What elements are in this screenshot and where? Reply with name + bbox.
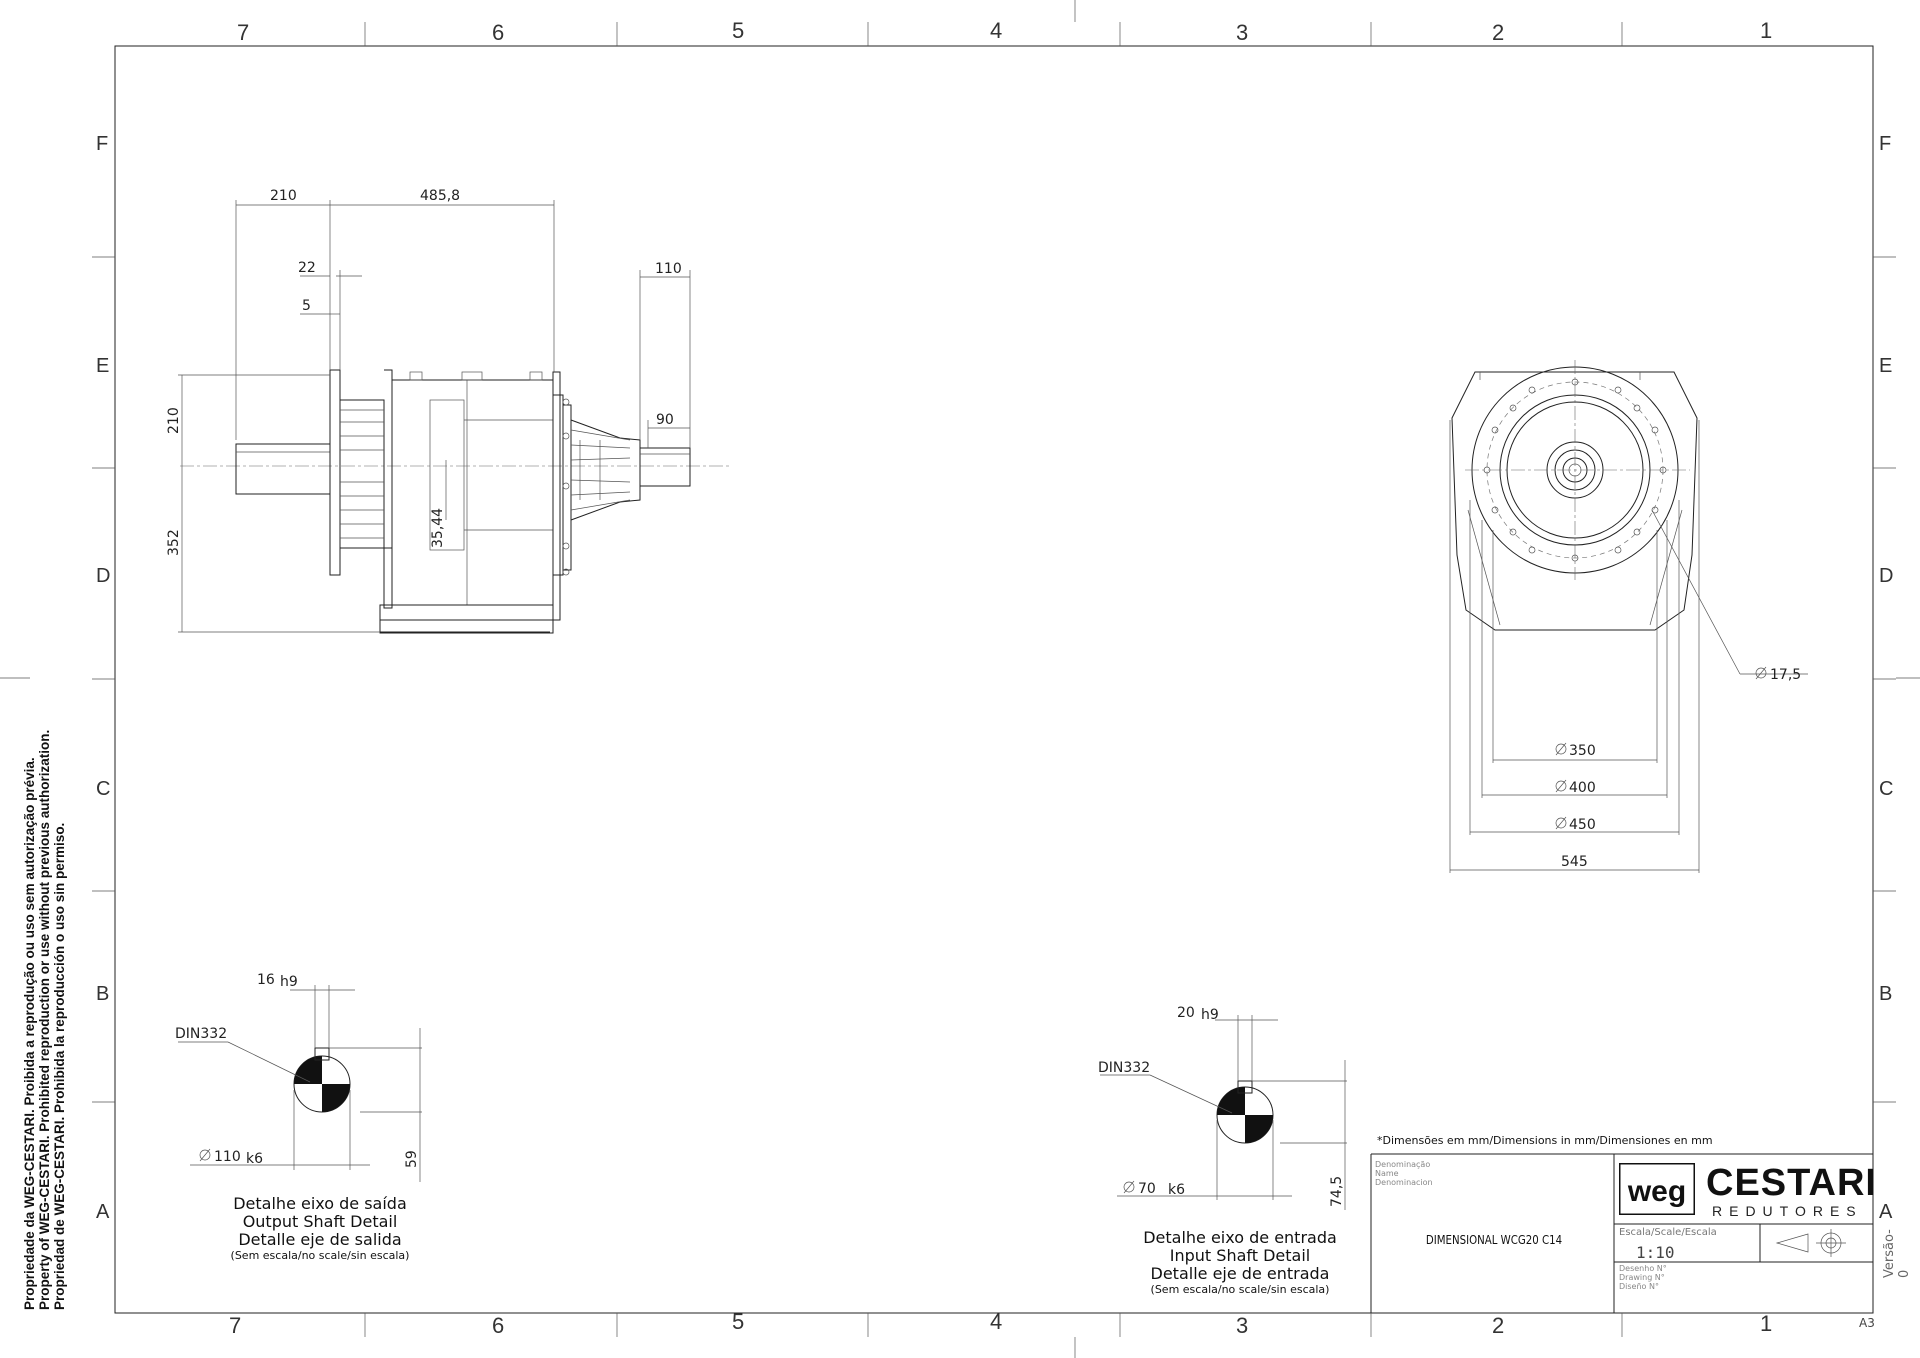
output-key-width: 16	[257, 972, 275, 988]
input-key-width: 20	[1177, 1005, 1195, 1021]
cestari-logo: CESTARI	[1706, 1162, 1877, 1204]
denomination-label: Denominacion	[1375, 1178, 1433, 1187]
input-diameter-tol: k6	[1168, 1182, 1185, 1198]
row-label: F	[96, 133, 108, 155]
caption-note: (Sem escala/no scale/sin escala)	[1150, 1283, 1330, 1296]
row-label: C	[1879, 778, 1893, 800]
drawing-title: DIMENSIONAL WCG20 C14	[1425, 1233, 1563, 1247]
denomination-label: Name	[1375, 1169, 1399, 1178]
col-label: 6	[492, 20, 504, 45]
units-note: *Dimensões em mm/Dimensions in mm/Dimens…	[1377, 1134, 1713, 1147]
output-diameter: 110	[214, 1149, 241, 1165]
dim-485-8: 485,8	[420, 188, 460, 204]
row-label: E	[96, 355, 109, 377]
caption-line: Input Shaft Detail	[1169, 1246, 1311, 1265]
property-notice-pt: Propriedade da WEG-CESTARI. Proibida a r…	[22, 757, 37, 1310]
denomination-label: Denominação	[1375, 1160, 1431, 1169]
caption-note: (Sem escala/no scale/sin escala)	[230, 1249, 410, 1262]
dim-210-top: 210	[270, 188, 297, 204]
front-view: 17,5 350 400 450 545	[1449, 360, 1808, 873]
drawing-label: Desenho N°	[1619, 1264, 1667, 1273]
col-label: 7	[229, 1313, 241, 1338]
version-label: Versão-0	[1882, 1229, 1912, 1278]
drawing-label: Diseño N°	[1619, 1282, 1659, 1291]
col-label: 2	[1492, 20, 1504, 45]
output-key-tol: h9	[280, 974, 298, 990]
output-height: 59	[404, 1150, 420, 1168]
input-shaft-detail: 20 h9 DIN332 70 k6 74,5	[1098, 1005, 1347, 1210]
caption-line: Detalle eje de salida	[238, 1230, 402, 1249]
dim-35-44: 35,44	[430, 508, 446, 548]
property-notice-es: Propriedad de WEG-CESTARI. Prohibida la …	[52, 822, 67, 1310]
col-label: 2	[1492, 1313, 1504, 1338]
weg-logo-text: weg	[1627, 1175, 1686, 1208]
col-label: 1	[1760, 18, 1772, 43]
row-label: D	[1879, 565, 1893, 587]
col-label: 4	[990, 1309, 1002, 1334]
row-label: B	[1879, 983, 1892, 1005]
caption-line: Detalle eje de entrada	[1150, 1264, 1330, 1283]
dim-352: 352	[166, 529, 182, 556]
drawing-number-labels: Desenho N° Drawing N° Diseño N°	[1619, 1264, 1667, 1291]
denomination-labels: Denominação Name Denominacion	[1375, 1160, 1433, 1187]
scale-value: 1:10	[1636, 1243, 1675, 1262]
dim-90: 90	[656, 412, 674, 428]
side-view: 210 485,8 22 5 110 90 210 352 35,44	[166, 188, 730, 634]
dim-545: 545	[1561, 854, 1588, 870]
col-label: 4	[990, 18, 1002, 43]
drawing-label: Drawing N°	[1619, 1273, 1665, 1282]
output-din: DIN332	[175, 1026, 227, 1042]
output-shaft-caption: Detalhe eixo de saída Output Shaft Detai…	[210, 1194, 430, 1263]
dim-bolt-hole: 17,5	[1770, 667, 1801, 683]
scale-label: Escala/Scale/Escala	[1619, 1227, 1717, 1238]
dim-110: 110	[655, 261, 682, 277]
column-labels-bottom: 7 6 5 4 3 2 1	[229, 1309, 1772, 1338]
row-labels-right: F E D C B A	[1879, 133, 1893, 1223]
sheet-size: A3	[1859, 1316, 1875, 1330]
property-notice: Propriedade da WEG-CESTARI. Proibida a r…	[22, 730, 67, 1310]
caption-line: Detalhe eixo de entrada	[1143, 1228, 1337, 1247]
col-label: 6	[492, 1313, 504, 1338]
projection-symbol	[1775, 1229, 1846, 1257]
row-label: F	[1879, 133, 1891, 155]
col-label: 7	[237, 20, 249, 45]
column-labels-top: 7 6 5 4 3 2 1	[237, 18, 1772, 45]
col-label: 1	[1760, 1311, 1772, 1336]
property-notice-en: Property of WEG-CESTARI. Prohibited repr…	[37, 729, 52, 1310]
dim-d350: 350	[1569, 743, 1596, 759]
dim-210-left: 210	[166, 407, 182, 434]
dim-5: 5	[302, 298, 311, 314]
dim-d400: 400	[1569, 780, 1596, 796]
input-key-tol: h9	[1201, 1007, 1219, 1023]
row-label: C	[96, 778, 110, 800]
input-diameter: 70	[1138, 1181, 1156, 1197]
weg-logo: weg	[1617, 1161, 1697, 1217]
input-height: 74,5	[1329, 1176, 1345, 1207]
input-shaft-caption: Detalhe eixo de entrada Input Shaft Deta…	[1120, 1228, 1360, 1297]
row-label: D	[96, 565, 110, 587]
col-label: 5	[732, 1309, 744, 1334]
col-label: 3	[1236, 20, 1248, 45]
row-label: E	[1879, 355, 1892, 377]
col-label: 5	[732, 18, 744, 43]
row-label: A	[1879, 1201, 1893, 1223]
caption-line: Output Shaft Detail	[242, 1212, 398, 1231]
col-label: 3	[1236, 1313, 1248, 1338]
dim-d450: 450	[1569, 817, 1596, 833]
input-din: DIN332	[1098, 1060, 1150, 1076]
row-labels-left: F E D C B A	[96, 133, 110, 1223]
row-label: A	[96, 1201, 110, 1223]
output-diameter-tol: k6	[246, 1151, 263, 1167]
row-label: B	[96, 983, 109, 1005]
diameter-symbols	[1555, 666, 1767, 830]
title-block-frame	[1370, 1153, 1873, 1313]
cestari-logo-sub: REDUTORES	[1712, 1203, 1863, 1219]
dim-22: 22	[298, 260, 316, 276]
caption-line: Detalhe eixo de saída	[233, 1194, 407, 1213]
output-shaft-detail: 16 h9 DIN332 110 k6 59	[175, 972, 422, 1182]
